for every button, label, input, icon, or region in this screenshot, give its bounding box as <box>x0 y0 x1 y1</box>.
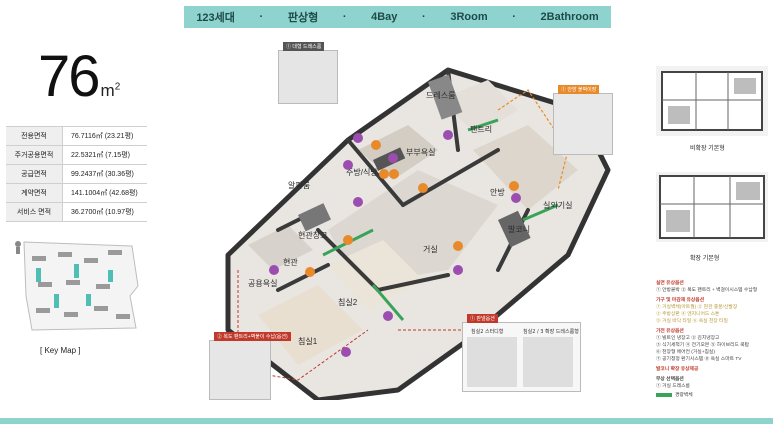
legend-swatch-label: 경량벽체 <box>675 393 693 398</box>
room-label-kitchen: 주방/식당 <box>346 167 378 177</box>
room-label-shoes: 현관창고 <box>298 230 327 240</box>
banner-households: 123세대 <box>196 12 235 24</box>
legend-line: ③ 식기세척기 ④ 전기오븐 ⑤ 하이브리드 쿡탑 <box>656 343 749 348</box>
key-map-label: [ Key Map ] <box>40 346 81 355</box>
legend-line: ① 거실 드레스룸 <box>656 384 690 389</box>
room2-floor <box>328 240 423 310</box>
banner-rooms: 3Room <box>450 11 488 23</box>
callout-dressroom: ① 대형 드레스룸 <box>278 42 338 104</box>
room-label-utility: 알파룸 <box>288 180 310 190</box>
area-label: 전용면적 <box>6 126 63 146</box>
callout-pantry-option: ② 복도 팬트리+벽붙이 수납(옵션) <box>209 332 291 400</box>
area-value: 36.2700㎡ (10.97평) <box>62 202 147 222</box>
legend-line: ⑥ 천장형 에어컨 (거실+침실) <box>656 350 715 355</box>
room-label-pantry: 팬트리 <box>470 125 492 134</box>
callout-caption: 침실2 / 3 확장 드레스룸형 <box>523 329 579 335</box>
size-value: 76 <box>38 44 100 109</box>
room-label-altbalcony: 발코니 <box>508 224 530 234</box>
room-label-bath: 공용욕실 <box>248 278 277 288</box>
area-value: 22.5321㎡ (7.15평) <box>62 145 147 165</box>
legend-heading: 무상 선택옵션 <box>656 377 684 382</box>
callout-tag: ① 판넬옵션 <box>467 314 498 323</box>
legend-line: ⑤ 거실 바닥 타일 ⑥ 욕실 천장 타일 <box>656 319 728 324</box>
legend-heading: 가전 유상옵션 <box>656 329 684 334</box>
room-label-dressroom: 드레스룸 <box>426 91 455 100</box>
banner-type: 판상형 <box>287 12 319 24</box>
banner-separator: · <box>512 11 516 23</box>
legend-line: ① 거실벽체(아트월) ② 현관 중문/신발장 <box>656 305 738 310</box>
master-floor <box>473 125 578 210</box>
banner-bathrooms: 2Bathroom <box>540 11 599 23</box>
room-label-living: 거실 <box>423 244 438 254</box>
legend-heading: 가구 및 마감재 유상옵션 <box>656 298 705 303</box>
green-swatch <box>656 392 672 397</box>
orange-guide <box>497 89 569 191</box>
legend-line: ① 안방붙박 ② 복도 팬트리 + 벽걸이시스템 수납형 <box>656 288 758 293</box>
room-label-bathroom-master: 부부욕실 <box>406 147 435 157</box>
banner-separator: · <box>342 11 347 23</box>
area-label: 계약면적 <box>6 183 63 203</box>
banner-bay: 4Bay <box>371 11 398 23</box>
entrance-floor <box>248 225 313 270</box>
legend-heading: 실면 유상옵션 <box>656 281 684 286</box>
key-map-drawing <box>15 241 139 331</box>
legend-line: ⑦ 공기청정 환기시스템 ⑧ 욕실 스마트 TV <box>656 357 742 362</box>
thumbnail-non-expanded <box>656 66 768 136</box>
callout-tag: ② 복도 팬트리+벽붙이 수납(옵션) <box>214 332 291 341</box>
legend-line: ① 빌트인 냉장고 ② 김치냉장고 <box>656 336 720 341</box>
callout-master-closet: ① 안방 붙박이장 <box>553 85 613 155</box>
room-label-master: 안방 <box>490 187 505 197</box>
room1-floor <box>258 285 363 365</box>
area-label: 주거공용면적 <box>6 145 63 165</box>
room-label-room2: 침실2 <box>338 297 358 307</box>
key-map <box>12 236 146 336</box>
callout-tag: ① 대형 드레스룸 <box>283 42 325 51</box>
area-label: 서비스 면적 <box>6 202 63 222</box>
area-value: 141.1004㎡ (42.68평) <box>62 183 147 203</box>
legend-line: ③ 주방상판 ④ 엔지니어드 스톤 <box>656 312 720 317</box>
thumbnail-caption: 비확장 기본형 <box>690 146 725 152</box>
banner-separator: · <box>422 11 426 23</box>
size-unit: m2 <box>100 81 121 100</box>
thumbnail-expanded <box>656 172 768 242</box>
bottom-bar <box>0 418 773 424</box>
header-banner: 123세대 · 판상형 · 4Bay · 3Room · 2Bathroom <box>184 6 611 28</box>
callout-tag: ① 안방 붙박이장 <box>558 85 600 94</box>
area-label: 공급면적 <box>6 164 63 184</box>
room-label-entrance: 현관 <box>283 257 298 267</box>
floor-plan: 드레스룸 부부욕실 팬트리 주방/식당 알파룸 안방 실외기실 거실 현관 현관… <box>225 67 611 400</box>
room-label-room1: 침실1 <box>298 336 318 346</box>
option-badges <box>269 130 521 357</box>
room-label-balcony: 실외기실 <box>543 200 572 210</box>
callout-room2-options: ① 판넬옵션 침실2 스터디형 침실2 / 3 확장 드레스룸형 <box>462 314 581 392</box>
area-value: 99.2437㎡ (30.36평) <box>62 164 147 184</box>
area-value: 76.7116㎡ (23.21평) <box>62 126 147 146</box>
callout-caption: 침실2 스터디형 <box>471 329 504 335</box>
option-legend: 실면 유상옵션 ① 안방붙박 ② 복도 팬트리 + 벽걸이시스템 수납형 가구 … <box>656 280 770 399</box>
legend-heading: 발코니 확장 유상제공 <box>656 367 699 372</box>
banner-separator: · <box>259 11 264 23</box>
legend-swatch-row: 경량벽체 <box>656 392 770 399</box>
thumbnail-caption: 확장 기본형 <box>690 256 720 262</box>
